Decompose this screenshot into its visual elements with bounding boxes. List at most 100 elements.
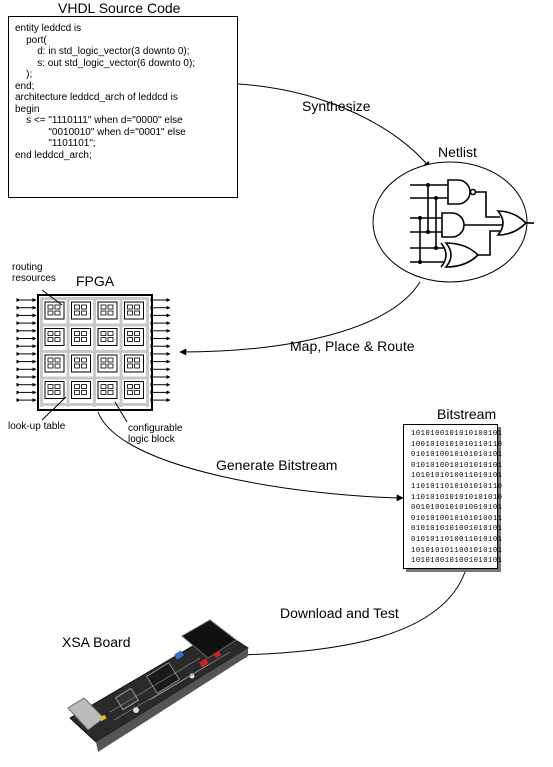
lookup-table [82,391,87,395]
configurable-logic-block [45,355,64,372]
lookup-table [48,332,53,336]
bitstream-line: 0101011010011010101 [411,535,497,546]
lookup-table [135,385,140,389]
lookup-table [101,385,106,389]
configurable-logic-block [125,355,144,372]
configurable-logic-block [98,382,117,399]
configurable-logic-block [125,382,144,399]
lookup-table [55,311,60,315]
clb-outline [98,302,117,319]
bitstream-line: 1001010101010110110 [411,440,497,451]
lookup-table [55,385,60,389]
bitstream-line: 0010100101010010101 [411,503,497,514]
lookup-table [48,391,53,395]
clb-label-line: configurable [128,423,182,434]
synthesize-arrow [238,84,430,168]
lookup-table [108,311,113,315]
routing-label-line: routing [12,262,56,273]
lookup-table [101,358,106,362]
routing-channel [146,298,149,407]
download-test-label: Download and Test [280,605,399,621]
clb-outline [98,382,117,399]
lookup-table [55,358,60,362]
clb-outline [125,355,144,372]
lookup-table [101,364,106,368]
lookup-table [101,391,106,395]
lookup-table [128,305,133,309]
bitstream-line: 0101010101001010101 [411,524,497,535]
lookup-table [135,364,140,368]
lookup-table [48,311,53,315]
bitstream-line: 1101010101010101010 [411,493,497,504]
lookup-table [135,311,140,315]
configurable-logic-block [98,302,117,319]
clb-outline [45,382,64,399]
lookup-table [128,391,133,395]
lookup-table [101,332,106,336]
lookup-table [48,364,53,368]
routing-resources-label: routing resources [12,262,56,284]
configurable-logic-block [45,382,64,399]
bitstream-box: 1010100101010100101 1001010101010110110 … [403,424,498,569]
bitstream-line: 1101011010101010110 [411,482,497,493]
board-title: XSA Board [62,634,131,650]
bitstream-line: 1010100101010100101 [411,429,497,440]
lookup-table [101,338,106,342]
bitstream-line: 0101010010101010101 [411,461,497,472]
lookup-table [108,364,113,368]
lookup-table [135,332,140,336]
netlist-title: Netlist [438,144,477,160]
configurable-logic-block [125,302,144,319]
lookup-table [82,305,87,309]
lookup-table [135,338,140,342]
lut-label: look-up table [8,421,65,432]
map-place-route-label: Map, Place & Route [290,338,415,354]
clb-outline [98,329,117,346]
lookup-table [128,338,133,342]
clb-outline [98,355,117,372]
lookup-table [48,358,53,362]
lookup-table [48,338,53,342]
bitstream-line: 0101010010101010011 [411,514,497,525]
lookup-table [55,338,60,342]
lookup-table [135,358,140,362]
lookup-table [55,364,60,368]
lookup-table [101,311,106,315]
lookup-table [108,358,113,362]
lookup-table [75,311,80,315]
lookup-table [75,385,80,389]
routing-channel [120,298,123,407]
lookup-table [128,364,133,368]
configurable-logic-block [72,382,91,399]
clb-outline [72,382,91,399]
clb-outline [125,302,144,319]
lookup-table [82,338,87,342]
routing-channel [41,377,149,380]
lookup-table [82,332,87,336]
configurable-logic-block [98,329,117,346]
bitstream-line: 1010101011001010101 [411,546,497,557]
lookup-table [55,332,60,336]
synthesize-label: Synthesize [302,98,370,114]
configurable-logic-block [72,355,91,372]
lookup-table [82,364,87,368]
lookup-table [108,305,113,309]
lookup-table [82,385,87,389]
clb-outline [72,302,91,319]
configurable-logic-block [72,329,91,346]
configurable-logic-block [45,329,64,346]
lookup-table [75,338,80,342]
lookup-table [128,385,133,389]
clb-outline [72,355,91,372]
lookup-table [128,332,133,336]
bitstream-line: 1010100101001010101 [411,556,497,567]
clb-label: configurable logic block [128,423,182,445]
configurable-logic-block [125,329,144,346]
lookup-table [108,338,113,342]
lookup-table [75,305,80,309]
lookup-table [75,391,80,395]
lookup-table [75,364,80,368]
lookup-table [55,305,60,309]
configurable-logic-block [72,302,91,319]
